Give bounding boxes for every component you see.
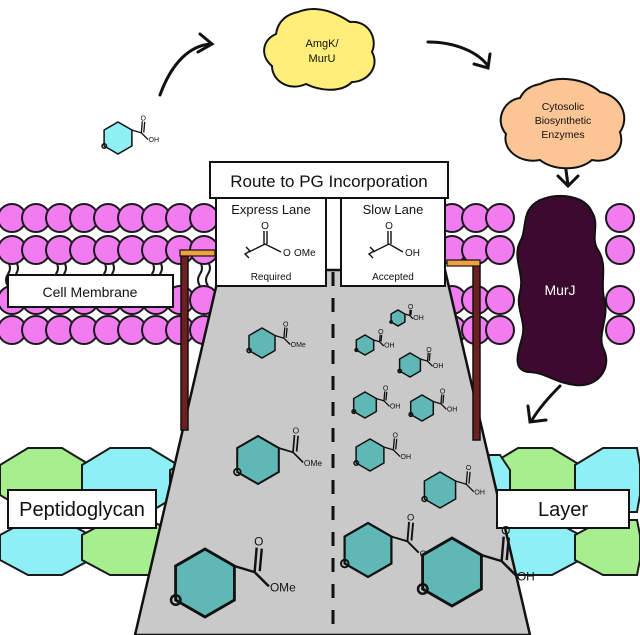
carbonyl-oxygen-label: O xyxy=(283,322,289,329)
svg-text:O: O xyxy=(283,248,291,259)
road-posts xyxy=(179,249,481,441)
functional-group-label: OH xyxy=(433,363,444,370)
lipid-head xyxy=(605,235,635,265)
carbonyl-oxygen-label: O xyxy=(293,426,300,436)
amgk-label-line1: AmgK/ xyxy=(305,38,339,50)
functional-group-label: OH xyxy=(149,137,160,144)
lipid-head xyxy=(605,203,635,233)
functional-group-label: OH xyxy=(390,403,401,410)
peptidoglycan-label-box xyxy=(7,489,157,529)
slow-lane-group: OH xyxy=(405,248,420,259)
acid-molecule: O OH xyxy=(351,386,401,419)
functional-group-label: OMe xyxy=(304,458,322,468)
molecules: OOMeOOMeOOMeOOHOOHOOHOOHOOHOOHOOHOOHOOHO… xyxy=(101,115,535,619)
carbonyl-oxygen-label: O xyxy=(466,465,472,472)
ester-molecule: O OMe xyxy=(246,322,306,359)
slow-lane-status: Accepted xyxy=(372,272,414,283)
functional-group-label: OH xyxy=(413,315,424,322)
slow-lane-title: Slow Lane xyxy=(363,202,424,217)
arrow-to-murj xyxy=(564,168,570,187)
arrow-to-amgk xyxy=(158,42,212,97)
layer-label-box xyxy=(496,489,630,529)
functional-group-label: OMe xyxy=(270,581,296,595)
carbonyl-oxygen-label: O xyxy=(408,304,414,311)
murj-protein xyxy=(516,195,608,387)
carbonyl-oxygen-label: O xyxy=(141,115,147,122)
acid-molecule: O OH xyxy=(389,304,424,327)
carbonyl-oxygen-label: O xyxy=(440,389,446,396)
functional-group-label: OMe xyxy=(291,342,306,349)
carbonyl-oxygen-label: O xyxy=(501,524,510,538)
cytosolic-label-line2: Biosynthetic xyxy=(535,115,592,127)
amgk-muru-blob xyxy=(263,8,376,91)
carbonyl-oxygen-label: O xyxy=(254,535,263,549)
express-lane-status: Required xyxy=(251,272,292,283)
arrow-to-pg xyxy=(530,384,562,422)
express-lane-group: OMe xyxy=(294,248,316,259)
layer-label: Layer xyxy=(538,499,588,521)
carbonyl-oxygen-label: O xyxy=(378,329,384,336)
cytosolic-label-line3: Enzymes xyxy=(541,129,584,141)
route-sign: Route to PG Incorporation Express Lane S… xyxy=(209,161,449,287)
lipid-head xyxy=(485,203,515,233)
sign-title-box xyxy=(209,161,449,199)
cytosolic-label-line1: Cytosolic xyxy=(542,101,585,113)
acid-molecule: O OH xyxy=(408,389,458,422)
functional-group-label: OH xyxy=(384,343,395,350)
svg-text:O: O xyxy=(261,221,269,232)
express-lane-sign xyxy=(215,197,327,287)
cytosolic-enzymes-blob xyxy=(499,77,626,170)
carbonyl-oxygen-label: O xyxy=(407,512,414,523)
lipid-head xyxy=(485,235,515,265)
arrow-to-cytosolic xyxy=(426,40,490,68)
ester-molecule: O OMe xyxy=(169,535,296,619)
lipid-head xyxy=(189,203,219,233)
carbonyl-oxygen-label: O xyxy=(383,386,389,393)
functional-group-label: OH xyxy=(401,454,412,461)
lipid-head xyxy=(485,315,515,345)
acid-molecule: O OH xyxy=(397,347,444,378)
acid-molecule: O OH xyxy=(353,432,412,472)
acid-molecule: OOH xyxy=(354,329,395,356)
slow-lane-sign xyxy=(340,197,446,287)
amgk-label-line2: MurU xyxy=(309,53,336,65)
acid-molecule: O OH xyxy=(101,115,160,155)
murj-label: MurJ xyxy=(544,282,575,298)
functional-group-label: OH xyxy=(517,570,535,584)
lipid-head xyxy=(605,315,635,345)
functional-group-label: OH xyxy=(474,490,485,497)
lipid-head xyxy=(485,285,515,315)
membrane-label: Cell Membrane xyxy=(43,284,138,300)
express-lane-title: Express Lane xyxy=(231,202,311,217)
ester-molecule: O OMe xyxy=(233,426,322,486)
pathway-arrows xyxy=(158,32,580,424)
svg-text:O: O xyxy=(385,221,393,232)
carbonyl-oxygen-label: O xyxy=(426,347,432,354)
acid-molecule: O OH xyxy=(416,524,535,608)
membrane-label-box xyxy=(7,274,174,308)
lipid-head xyxy=(605,285,635,315)
sign-title: Route to PG Incorporation xyxy=(230,172,428,191)
peptidoglycan-label: Peptidoglycan xyxy=(19,499,145,521)
carbonyl-oxygen-label: O xyxy=(393,432,399,439)
functional-group-label: OH xyxy=(447,406,458,413)
acid-molecule: O OH xyxy=(421,465,485,509)
